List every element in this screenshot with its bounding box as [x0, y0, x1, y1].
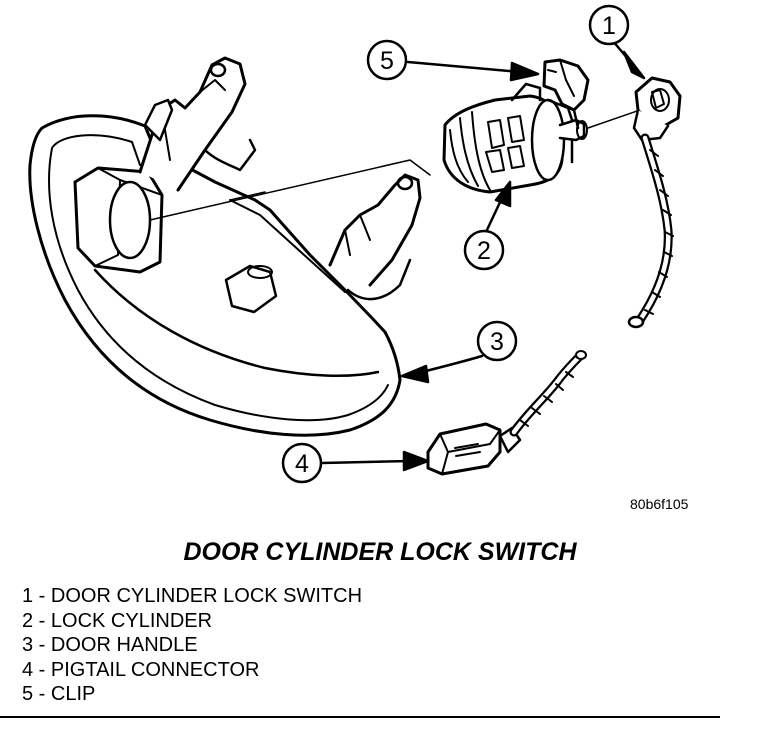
- door-handle-part: [28, 56, 431, 437]
- callout-number: 4: [295, 450, 309, 478]
- callout-number: 5: [380, 47, 394, 75]
- callout-5: 5: [366, 39, 408, 81]
- callout-leaders: [320, 38, 646, 472]
- clip-part: [542, 58, 590, 130]
- exploded-view-drawing: 1 2 3 4 5: [28, 4, 682, 484]
- callout-1: 1: [588, 4, 630, 46]
- callout-3: 3: [476, 320, 518, 362]
- lock-cylinder-part: [442, 82, 641, 194]
- bottom-rule: [0, 716, 720, 718]
- callout-4: 4: [281, 442, 323, 484]
- callout-number: 1: [602, 12, 616, 40]
- lock-switch-part: [627, 76, 682, 329]
- figure-id-code: 80b6f105: [630, 496, 689, 512]
- callout-number: 2: [477, 237, 491, 265]
- callout-2: 2: [463, 229, 505, 271]
- legend-item: 2 - LOCK CYLINDER: [22, 609, 213, 632]
- figure-title: DOOR CYLINDER LOCK SWITCH: [183, 538, 577, 566]
- pigtail-connector-part: [426, 350, 587, 476]
- legend-item: 4 - PIGTAIL CONNECTOR: [22, 658, 260, 681]
- legend-item: 1 - DOOR CYLINDER LOCK SWITCH: [22, 585, 363, 607]
- callout-number: 3: [490, 328, 504, 356]
- parts-legend: 1 - DOOR CYLINDER LOCK SWITCH 2 - LOCK C…: [22, 584, 362, 707]
- legend-item: 5 - CLIP: [22, 683, 96, 705]
- legend-item: 3 - DOOR HANDLE: [22, 634, 198, 656]
